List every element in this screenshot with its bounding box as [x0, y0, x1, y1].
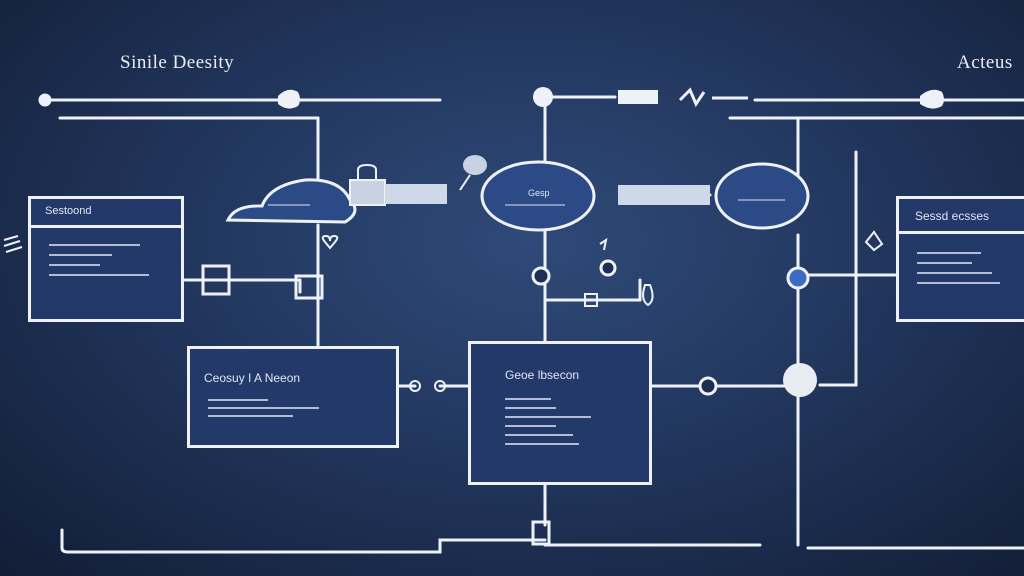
connector-node — [698, 376, 718, 396]
right-pill-node — [714, 162, 810, 230]
center-pill-node — [480, 160, 596, 232]
heart-icon — [321, 234, 339, 250]
left-box: Sestoond — [28, 196, 184, 322]
left-box-title: Sestoond — [45, 205, 92, 217]
connector-bar — [385, 184, 447, 204]
location-pin-icon — [531, 266, 551, 286]
lock-icon — [349, 179, 386, 206]
pin-icon — [533, 87, 553, 107]
pin-icon — [278, 89, 300, 109]
shield-icon — [864, 230, 884, 252]
connector-square — [531, 520, 551, 546]
key-icon — [618, 90, 658, 104]
right-box-title: Sessd ecsses — [915, 209, 990, 223]
center-left-box: Ceosuy I A Neeon — [187, 346, 399, 448]
location-pin-icon — [599, 259, 617, 277]
pin-icon — [920, 89, 944, 109]
center-pill-label: Gesp — [528, 188, 550, 198]
stack-icon — [3, 235, 23, 253]
plug-icon — [201, 264, 231, 296]
center-box: Geoe lbsecon — [468, 341, 652, 485]
center-box-title: Geoe lbsecon — [505, 368, 580, 382]
flask-icon — [642, 284, 654, 307]
diagram-title-right: Acteus — [957, 52, 1013, 73]
center-left-box-title: Ceosuy I A Neeon — [204, 371, 301, 385]
globe-icon — [786, 266, 810, 290]
right-box: Sessd ecsses — [896, 196, 1024, 322]
bulb-icon — [463, 155, 487, 175]
diagram-title-left: Sinile Deesity — [120, 52, 235, 73]
connector-bar — [618, 185, 710, 205]
cloud-node — [225, 178, 357, 224]
start-dot — [38, 93, 52, 107]
dash-plug-icon — [678, 87, 748, 108]
globe-icon — [783, 363, 817, 397]
